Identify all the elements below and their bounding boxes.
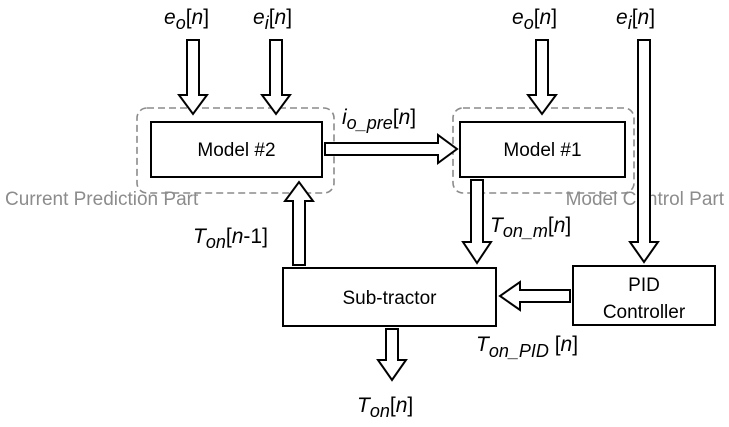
ton-out-signal: Ton[n] — [357, 394, 413, 421]
subtractor-block — [282, 267, 497, 327]
eo-to-model2-arrow — [177, 39, 209, 116]
ton-prev-signal: Ton[n-1] — [193, 225, 268, 252]
eo-right-signal: eo[n] — [512, 6, 557, 33]
pid-controller-label-line2: Controller — [603, 302, 686, 323]
ei-right-signal: ei[n] — [616, 6, 655, 33]
pid-controller-block — [572, 265, 716, 326]
io-pre-arrow — [324, 133, 459, 165]
model-2-label: Model #2 — [197, 140, 275, 161]
ton-prev-arrow — [283, 180, 315, 266]
eo-to-model1-arrow — [526, 39, 558, 116]
ei-to-pid-arrow — [628, 39, 660, 264]
model-1-label: Model #1 — [503, 140, 581, 161]
ton-m-arrow — [461, 179, 493, 265]
ton-out-arrow — [376, 328, 408, 382]
model-1-block — [459, 121, 626, 178]
ei-to-model2-arrow — [260, 39, 292, 116]
model-2-block — [150, 121, 323, 178]
eo-left-signal: eo[n] — [164, 6, 209, 33]
subtractor-label: Sub-tractor — [343, 288, 438, 309]
ton-m-signal: Ton_m[n] — [490, 214, 571, 241]
current-prediction-part-label: Current Prediction Part — [5, 189, 199, 210]
ei-left-signal: ei[n] — [253, 6, 292, 33]
pid-controller-label-line1: PID — [628, 275, 660, 296]
ton-pid-signal: Ton_PID [n] — [476, 333, 578, 361]
io-pre-signal: io_pre[n] — [342, 106, 416, 133]
ton-pid-arrow — [498, 280, 571, 312]
